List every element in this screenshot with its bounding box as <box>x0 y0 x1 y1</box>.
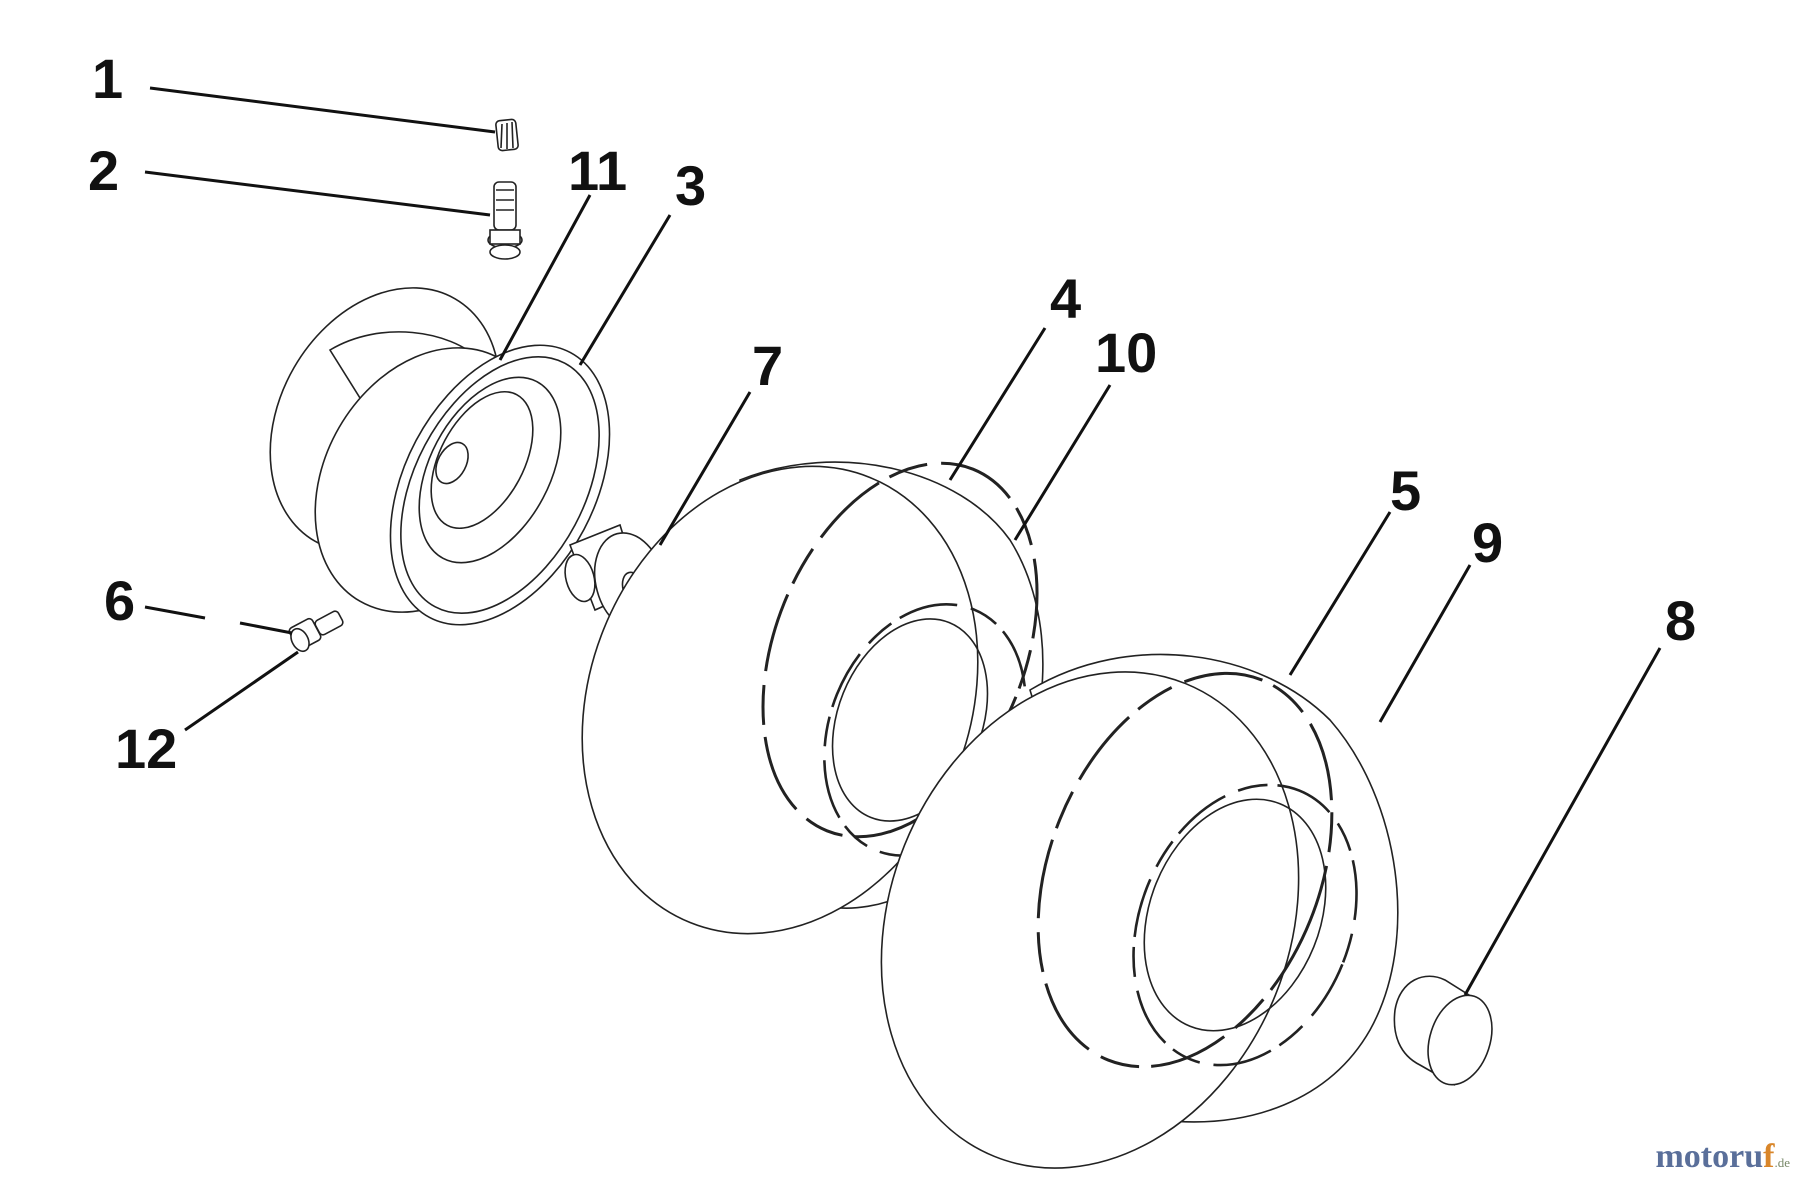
leader-12 <box>184 650 299 732</box>
leader-8 <box>1463 647 1662 996</box>
leader-3 <box>578 214 672 366</box>
leader-9 <box>1378 564 1472 723</box>
callout-12: 12 <box>115 717 177 780</box>
leader-5 <box>1288 511 1392 676</box>
valve-cap <box>495 118 519 152</box>
leader-2 <box>144 170 491 217</box>
leader-7 <box>658 391 752 546</box>
watermark-main: motoru <box>1655 1138 1764 1175</box>
leader-11 <box>498 194 592 361</box>
callout-2: 2 <box>88 139 119 202</box>
callout-labels: 1 2 11 3 4 10 7 5 9 8 6 12 <box>88 47 1696 780</box>
callout-4: 4 <box>1050 267 1081 330</box>
leader-4 <box>948 327 1047 481</box>
callout-10: 10 <box>1095 321 1157 384</box>
leader-6b <box>239 621 293 635</box>
leader-10 <box>1013 384 1112 541</box>
watermark-accent: f <box>1763 1138 1775 1175</box>
tire-rear <box>880 653 1399 1169</box>
leader-lines <box>144 86 1662 996</box>
callout-5: 5 <box>1390 459 1421 522</box>
wheel-rim <box>269 287 611 626</box>
callout-1: 1 <box>92 47 123 110</box>
callout-3: 3 <box>675 154 706 217</box>
callout-9: 9 <box>1472 511 1503 574</box>
callout-6: 6 <box>104 569 135 632</box>
leader-1 <box>149 86 496 134</box>
watermark-logo: motoruf.de <box>1655 1138 1790 1176</box>
callout-11: 11 <box>568 139 627 202</box>
hub-cap <box>1393 975 1493 1086</box>
grease-fitting <box>288 610 344 653</box>
leader-6a <box>144 605 206 620</box>
callout-7: 7 <box>752 334 783 397</box>
valve-stem <box>487 181 523 260</box>
callout-8: 8 <box>1665 589 1696 652</box>
watermark-tld: .de <box>1774 1155 1790 1170</box>
